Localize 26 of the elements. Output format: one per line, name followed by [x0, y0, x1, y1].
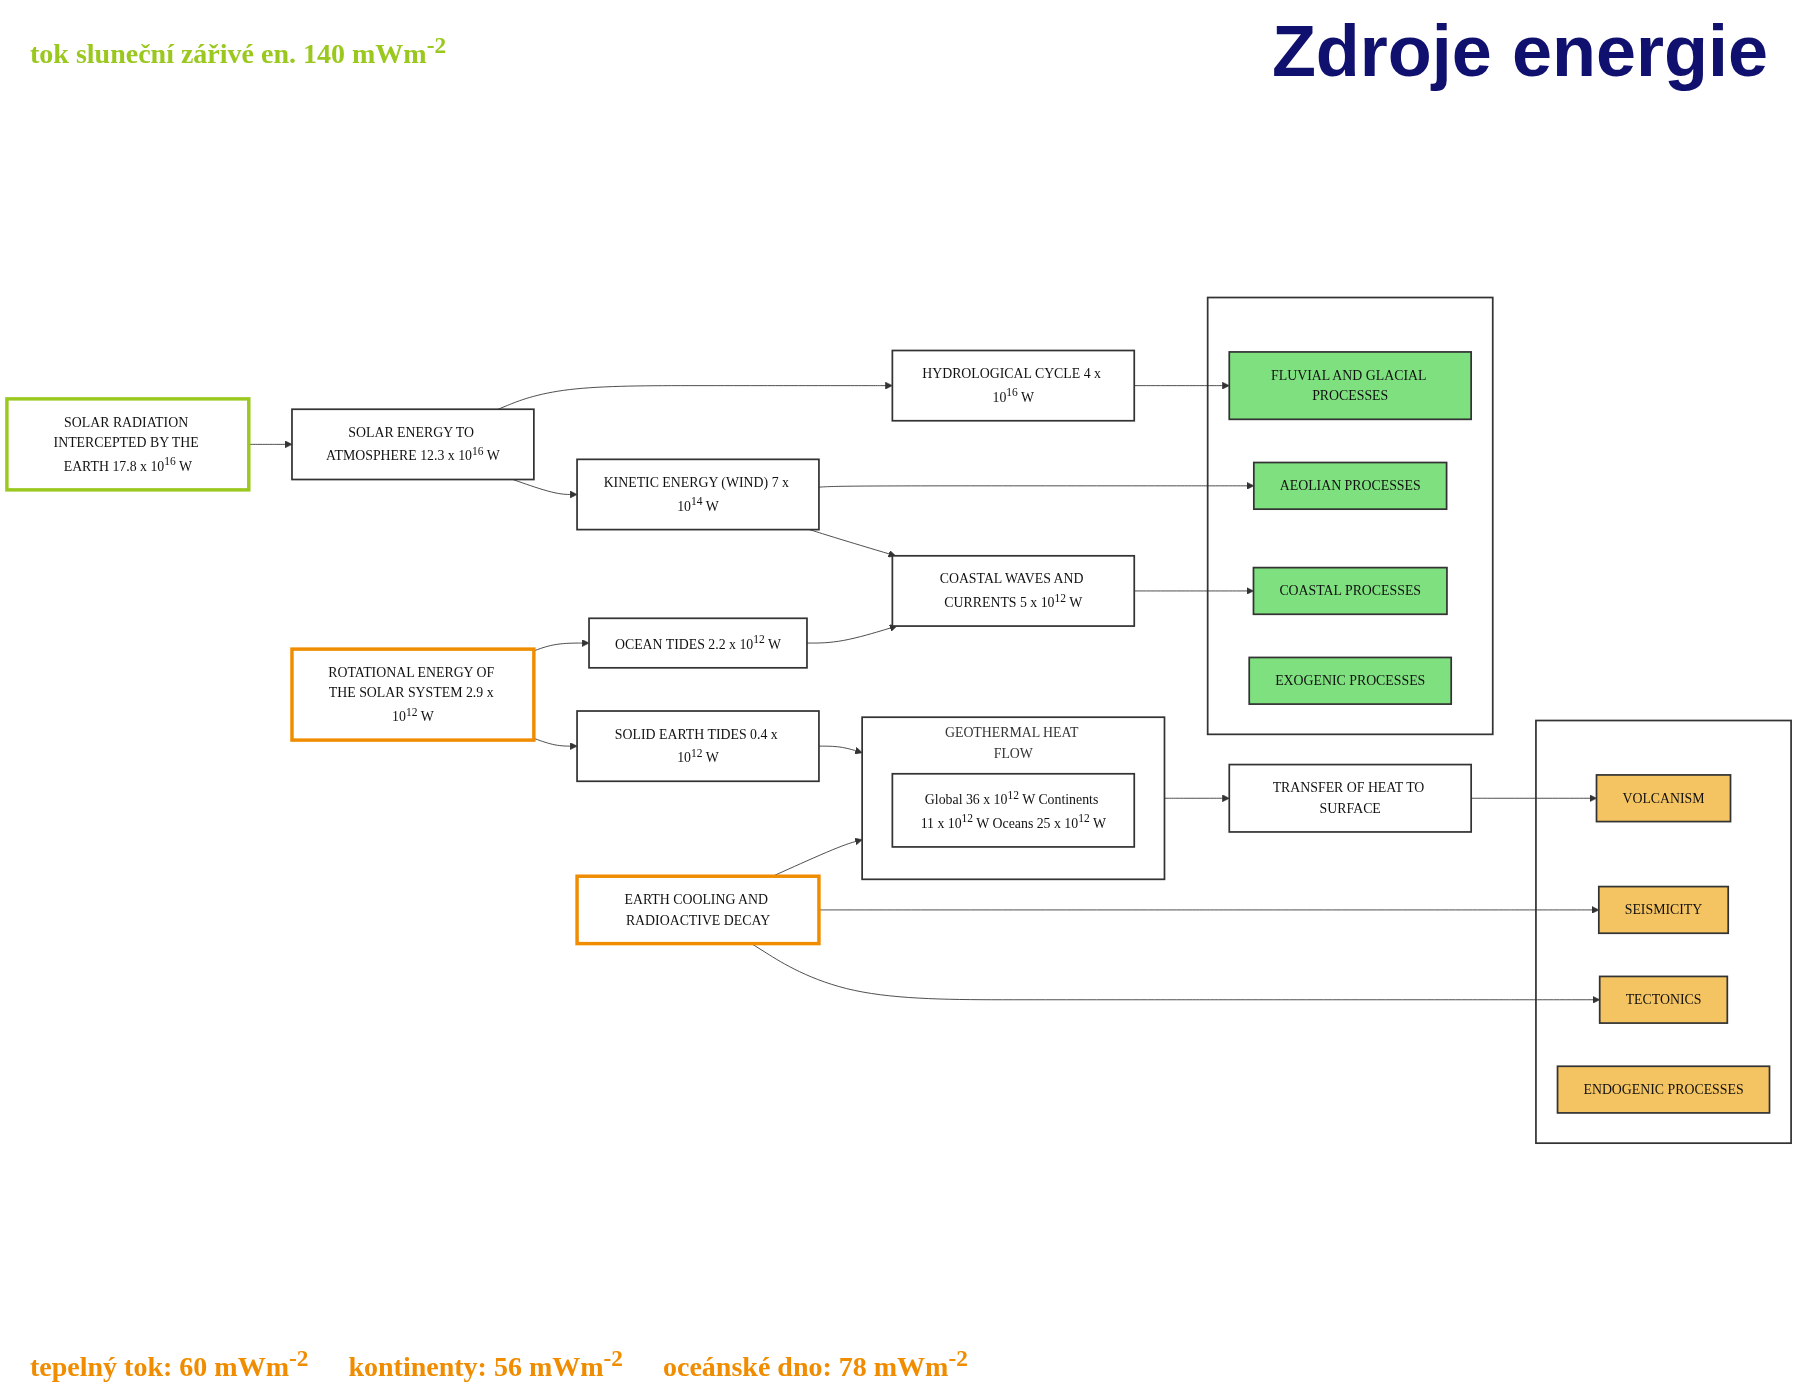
- node-box: HYDROLOGICAL CYCLE 4 x 10$^{16}$ W: [891, 349, 1136, 422]
- node-box: ROTATIONAL ENERGY OF THE SOLAR SYSTEM 2.9 x 10$^{12}$ W: [290, 647, 536, 742]
- node-box: COASTAL PROCESSES: [1252, 566, 1448, 616]
- annotation-text: oceánské dno: 78 mWm$^{-2}$: [663, 1344, 968, 1383]
- node-box: TRANSFER OF HEAT TO SURFACE: [1228, 763, 1472, 833]
- node-box: VOLCANISM: [1595, 774, 1732, 823]
- node-box: OCEAN TIDES 2.2 x 10$^{12}$ W: [588, 617, 808, 669]
- annotation-text: tepelný tok: 60 mWm$^{-2}$: [30, 1344, 309, 1383]
- node-box: EARTH COOLING AND RADIOACTIVE DECAY: [575, 874, 821, 946]
- annotation-text: kontinenty: 56 mWm$^{-2}$: [348, 1344, 623, 1383]
- node-box: SEISMICITY: [1597, 885, 1730, 935]
- node-box: COASTAL WAVES AND CURRENTS 5 x 10$^{12}$ W: [891, 554, 1136, 627]
- node-box: FLUVIAL AND GLACIAL PROCESSES: [1228, 351, 1472, 421]
- title: Zdroje energie: [1271, 10, 1768, 92]
- node-box: Global 36 x 10$^{12}$ W Continents 11 x 10$^{12}$ W Oceans 25 x 10$^{12}$ W: [891, 772, 1136, 848]
- node-box: SOLAR RADIATION INTERCEPTED BY THE EARTH 17.8 x 10$^{16}$ W: [5, 397, 251, 492]
- node-box: KINETIC ENERGY (WIND) 7 x 10$^{14}$ W: [576, 458, 820, 531]
- cluster: [1206, 296, 1494, 736]
- annotation-text: tok sluneční zářivé en. 140 mWm$^{-2}$: [30, 31, 447, 71]
- cluster: [1535, 719, 1792, 1145]
- node-box: ENDOGENIC PROCESSES: [1556, 1065, 1771, 1114]
- node-box: SOLID EARTH TIDES 0.4 x 10$^{12}$ W: [576, 710, 820, 783]
- node-box: AEOLIAN PROCESSES: [1252, 461, 1448, 511]
- node-box: TECTONICS: [1598, 975, 1729, 1024]
- node-box: SOLAR ENERGY TO ATMOSPHERE 12.3 x 10$^{16}$ W: [291, 408, 535, 481]
- node-box: EXOGENIC PROCESSES: [1248, 656, 1453, 705]
